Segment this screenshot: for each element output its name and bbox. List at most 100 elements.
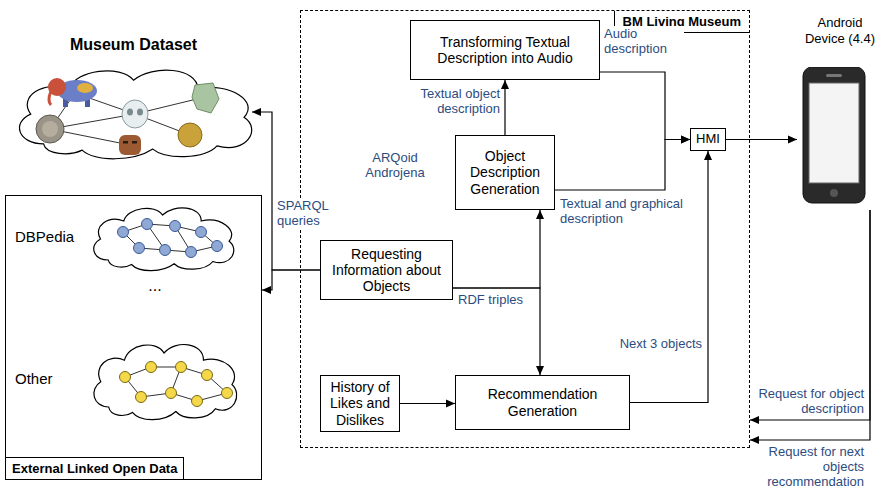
arrow-head (262, 286, 271, 294)
graph-node (142, 219, 153, 230)
graph-node (222, 388, 233, 399)
phone-screen (809, 83, 859, 183)
arrow-head (536, 210, 544, 219)
box-label: Recommendation Generation (460, 386, 625, 418)
edge-label: Textual object description (398, 86, 500, 116)
graph-node (166, 388, 177, 399)
graph-node (118, 227, 129, 238)
arrow-head (681, 136, 690, 144)
connector (453, 210, 544, 288)
connector (400, 400, 455, 408)
jade-figure (192, 83, 219, 113)
edge-label: Request for next objects recommendation (758, 444, 864, 489)
system-boundary: BM Living MuseumTransforming Textual Des… (300, 10, 750, 448)
connector-line (726, 139, 797, 140)
phone-body (803, 67, 865, 203)
connector-line (600, 72, 690, 140)
connector (750, 210, 870, 424)
phone-speaker (826, 74, 842, 77)
process-box: Requesting Information about Objects (320, 240, 453, 300)
arrow-head (704, 151, 712, 160)
edge-label: SPARQL queries (277, 198, 337, 228)
graph-node (160, 245, 171, 256)
dataset-cloud-art (5, 59, 262, 165)
edge-label: Audio description (604, 26, 684, 56)
cloud-name: DBPedia (15, 228, 74, 245)
graph-node (196, 227, 207, 238)
plate-figure (36, 115, 64, 143)
lod-cloud: DBPedia (15, 200, 240, 275)
arrow-head (536, 366, 544, 375)
connector-line (630, 151, 708, 403)
box-label: Object Description Generation (460, 148, 550, 196)
annotation-label: ... (135, 278, 175, 293)
connector-line (750, 210, 870, 440)
android-device: Android Device (4.4) (797, 15, 883, 210)
connector-line (750, 210, 870, 420)
box-label: Transforming Textual Description into Au… (415, 34, 595, 66)
box-label: History of Likes and Dislikes (325, 379, 395, 427)
lod-cloud-art (85, 335, 243, 425)
arrow-head (252, 108, 261, 116)
edge-label: RDF triples (458, 292, 536, 307)
panel-title: External Linked Open Data (6, 457, 184, 479)
cloud-outline (94, 208, 234, 271)
box-label: Requesting Information about Objects (325, 246, 448, 294)
connector-line (252, 112, 320, 270)
connector (262, 270, 320, 294)
connector (453, 288, 544, 375)
phone-button (830, 189, 838, 197)
connector-line (453, 288, 540, 375)
connector (726, 136, 797, 144)
phone-art (801, 67, 867, 205)
arrow-head (750, 436, 759, 444)
connector-line (555, 140, 690, 191)
edge-label: Textual and graphical description (560, 196, 696, 226)
process-box: Transforming Textual Description into Au… (410, 20, 600, 80)
cloud-title: Museum Dataset (5, 35, 262, 55)
connector-line (453, 210, 540, 288)
arrow-head (446, 400, 455, 408)
connector (555, 136, 690, 191)
cloud-name: Other (15, 370, 53, 387)
connector (750, 210, 870, 444)
skull-figure (122, 100, 148, 128)
graph-node (212, 241, 223, 252)
graph-node (120, 372, 131, 383)
arrow-head (681, 136, 690, 144)
lod-cloud-art (85, 200, 240, 275)
connector (252, 108, 320, 270)
lod-panel: External Linked Open Data DBPediaOther (5, 195, 262, 480)
graph-node (176, 362, 187, 373)
coin-figure (178, 123, 202, 147)
hmi-box: HMI (690, 128, 726, 151)
process-box: Recommendation Generation (455, 375, 630, 430)
arrow-head (788, 136, 797, 144)
arrow-head (750, 416, 759, 424)
data-box: History of Likes and Dislikes (320, 375, 400, 432)
connector (600, 72, 690, 144)
graph-node (170, 221, 181, 232)
graph-node (136, 392, 147, 403)
connector (501, 80, 509, 135)
graph-node (134, 243, 145, 254)
annotation-label: ARQoid Androjena (355, 150, 435, 180)
graph-node (192, 396, 203, 407)
connector (630, 151, 712, 403)
graph-node (146, 362, 157, 373)
edge-label: Request for object description (758, 386, 864, 416)
arrow-head (501, 80, 509, 89)
cloud-outline (94, 344, 237, 419)
mask-figure (119, 135, 141, 155)
elephant-figure (48, 78, 97, 107)
graph-node (202, 370, 213, 381)
edge-label: Next 3 objects (600, 336, 702, 351)
graph-node (186, 247, 197, 258)
box-label: HMI (696, 132, 720, 147)
lod-cloud: Other (15, 335, 243, 425)
device-name: Android Device (4.4) (797, 15, 883, 47)
cloud-outline (19, 70, 251, 159)
dataset-cloud: Museum Dataset (5, 35, 262, 165)
process-box: Object Description Generation (455, 135, 555, 210)
